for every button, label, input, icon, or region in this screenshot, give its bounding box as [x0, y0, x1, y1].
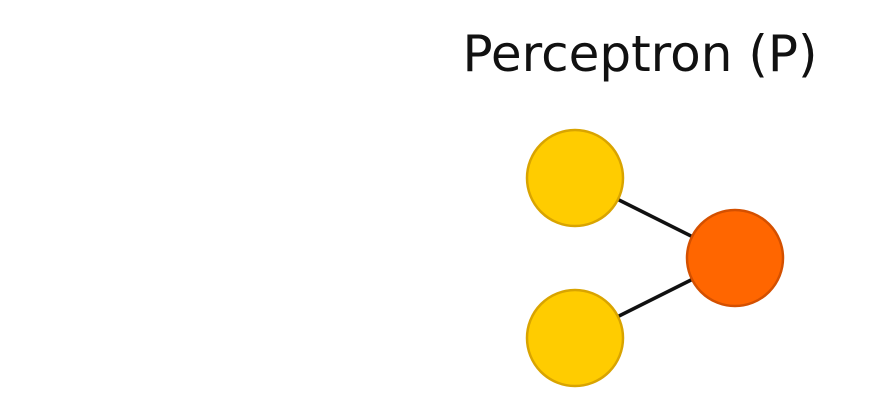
- input-node-1: [525, 128, 625, 228]
- input-node-2: [525, 288, 625, 388]
- diagram-title: Perceptron (P): [462, 25, 818, 83]
- output-node: [685, 208, 785, 308]
- nodes-group: [525, 128, 785, 388]
